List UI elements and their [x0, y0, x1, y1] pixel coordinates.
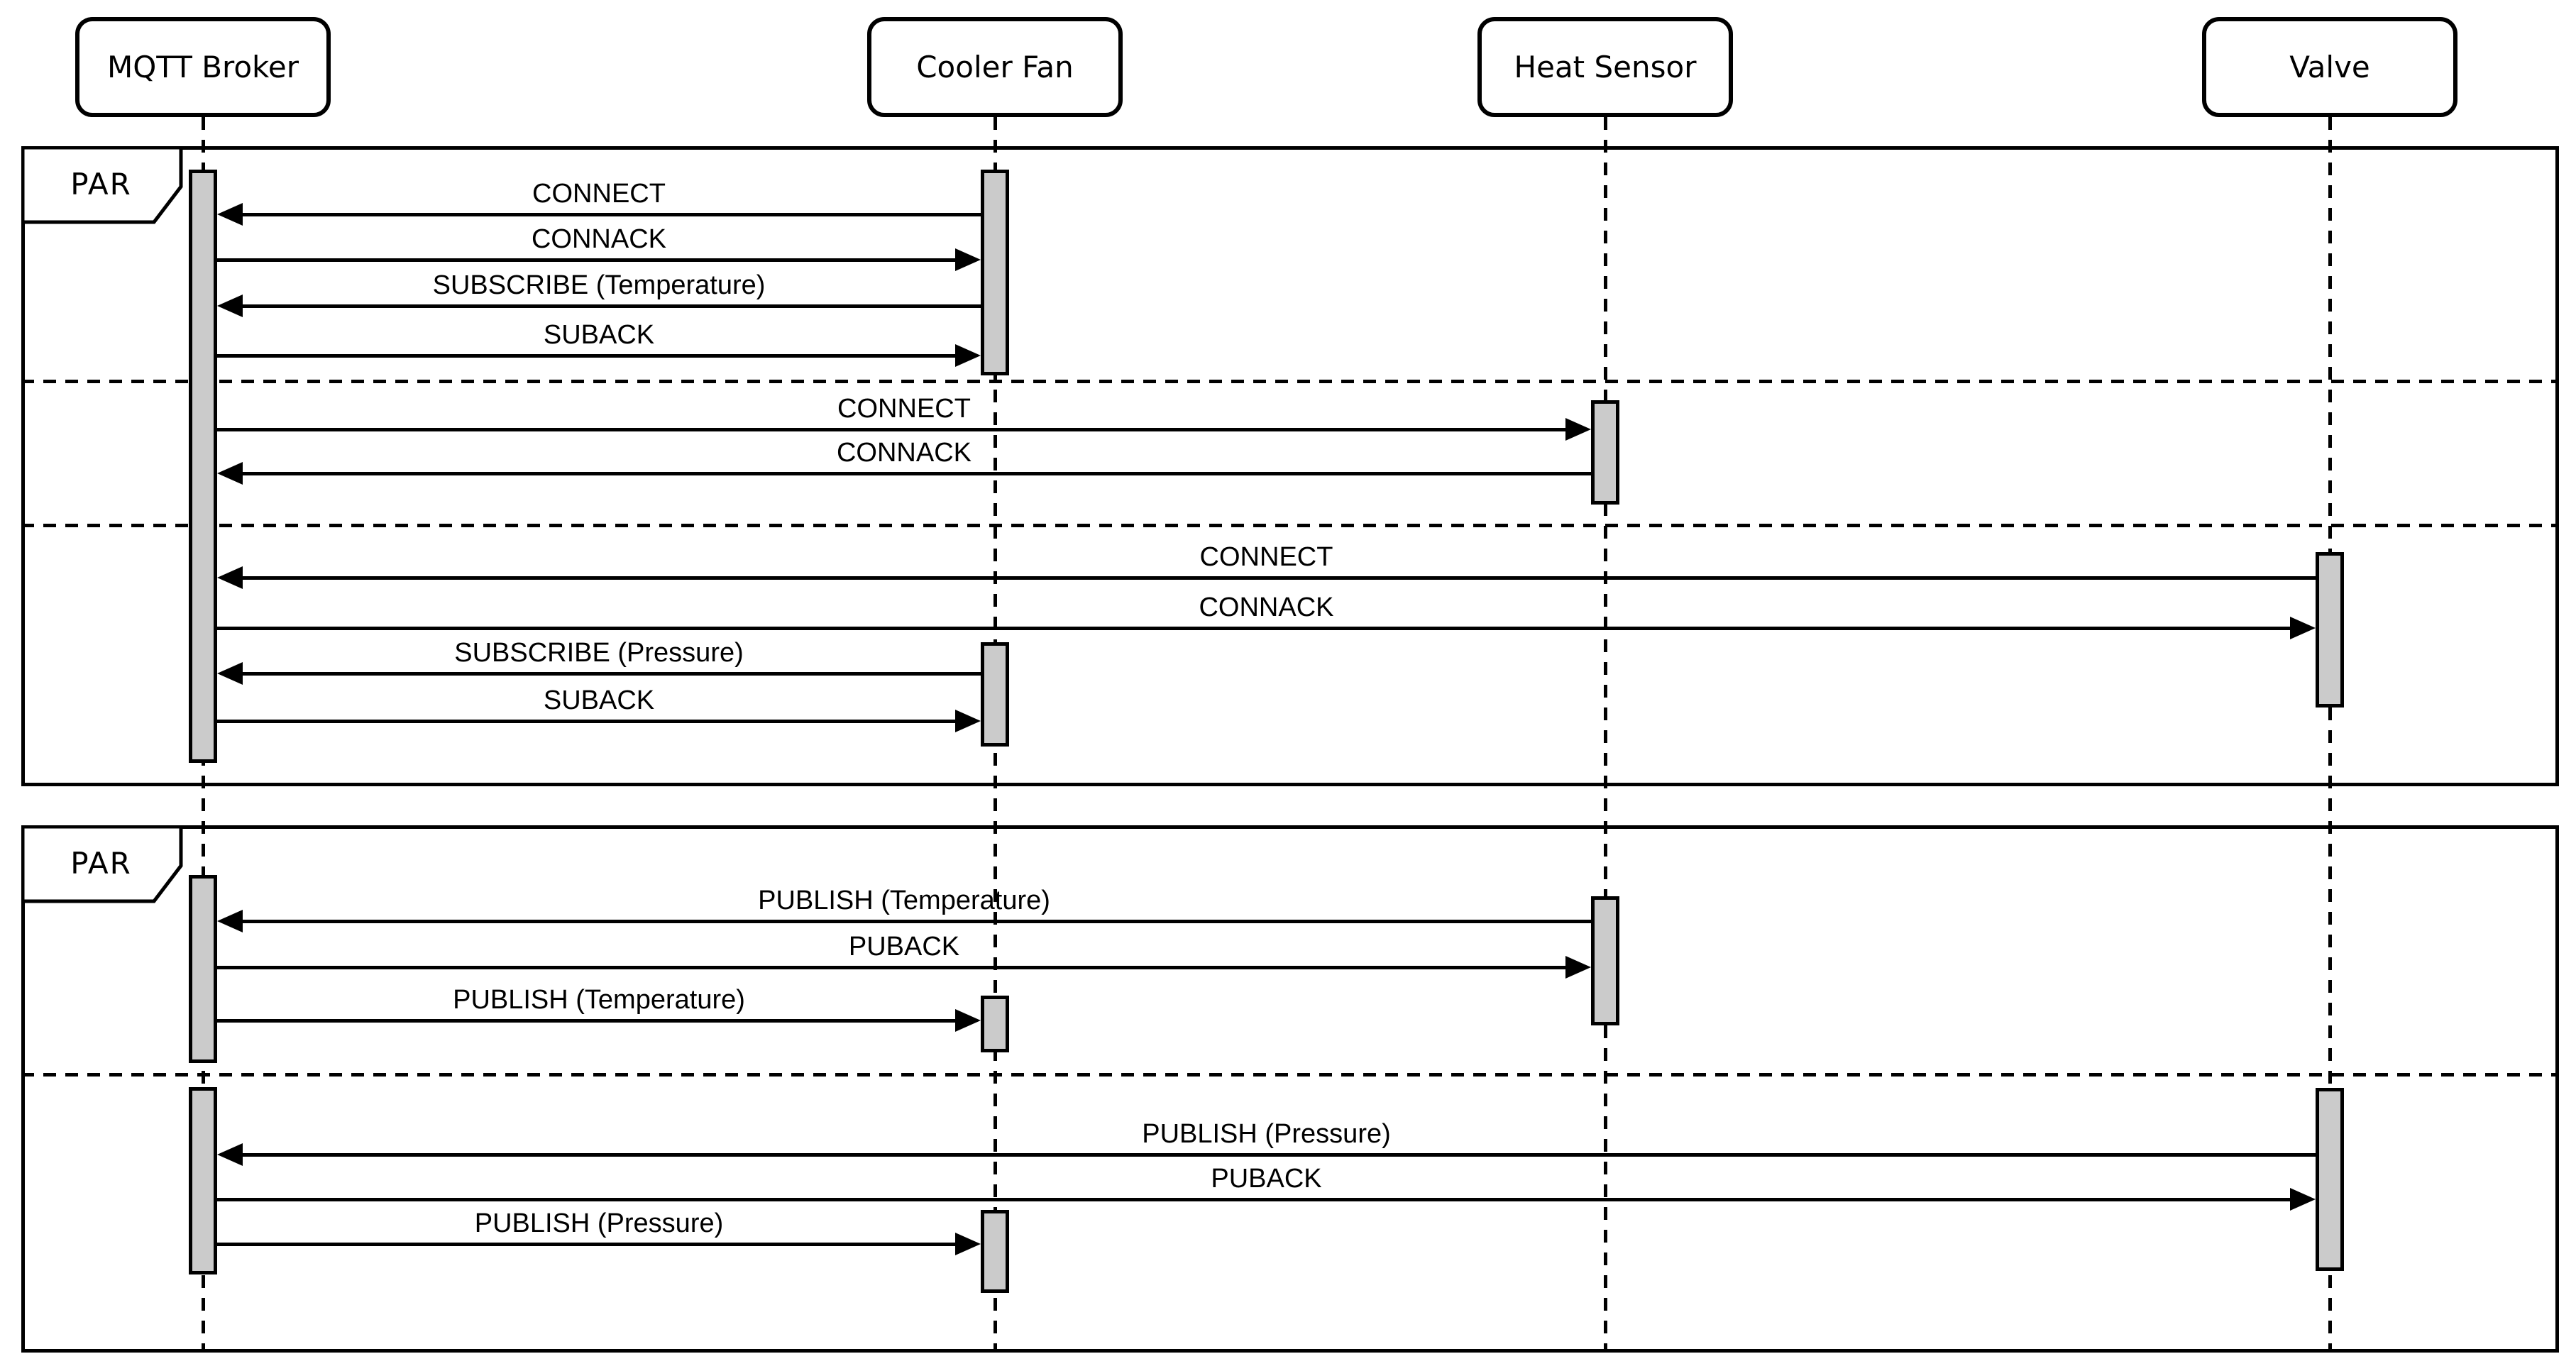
- message-label: SUBACK: [543, 320, 655, 350]
- message-arrowhead: [1565, 956, 1591, 979]
- message-arrowhead: [217, 294, 243, 317]
- message-line: [217, 258, 959, 262]
- message-arrowhead: [217, 203, 243, 226]
- message-arrowhead: [955, 710, 981, 732]
- par-fragment-pentagon: [21, 145, 183, 227]
- message-line: [238, 304, 981, 308]
- par-fragment-label: PAR: [70, 167, 132, 202]
- message-arrowhead: [2290, 617, 2316, 639]
- message-label: PUBACK: [1211, 1164, 1322, 1194]
- message-arrowhead: [217, 1143, 243, 1166]
- message-line: [238, 472, 1591, 475]
- message-label: PUBLISH (Pressure): [1142, 1119, 1391, 1149]
- parallel-divider: [21, 1073, 2559, 1077]
- message-line: [238, 213, 981, 216]
- actor-mqtt-broker: MQTT Broker: [75, 17, 331, 117]
- message-label: SUBACK: [543, 686, 655, 715]
- actor-heat-sensor: Heat Sensor: [1477, 17, 1733, 117]
- activation-bar-cooler-fan: [981, 1210, 1009, 1293]
- actor-label: Heat Sensor: [1514, 50, 1697, 84]
- message-label: CONNECT: [837, 394, 971, 424]
- message-label: PUBLISH (Temperature): [758, 886, 1050, 915]
- par-frame-1: [21, 146, 2559, 786]
- message-line: [217, 966, 1570, 969]
- actor-label: Cooler Fan: [916, 50, 1074, 84]
- message-arrowhead: [1565, 418, 1591, 441]
- activation-bar-cooler-fan: [981, 642, 1009, 747]
- message-arrowhead: [955, 1009, 981, 1032]
- message-line: [217, 428, 1570, 431]
- message-line: [217, 1019, 959, 1023]
- message-label: CONNACK: [1199, 593, 1334, 622]
- actor-valve: Valve: [2202, 17, 2457, 117]
- message-label: SUBSCRIBE (Temperature): [432, 270, 766, 300]
- activation-bar-cooler-fan: [981, 170, 1009, 375]
- lifeline-valve: [2328, 117, 2332, 1353]
- message-line: [217, 627, 2294, 630]
- activation-bar-mqtt-broker: [189, 170, 217, 763]
- message-label: CONNECT: [1199, 542, 1333, 572]
- lifeline-heat-sensor: [1604, 117, 1607, 1353]
- message-arrowhead: [217, 566, 243, 589]
- message-arrowhead: [217, 910, 243, 932]
- message-label: CONNACK: [531, 224, 667, 254]
- message-line: [238, 1153, 2316, 1157]
- message-label: PUBACK: [848, 932, 960, 962]
- message-arrowhead: [955, 248, 981, 271]
- activation-bar-heat-sensor: [1591, 896, 1619, 1025]
- message-label: PUBLISH (Pressure): [474, 1208, 724, 1238]
- activation-bar-heat-sensor: [1591, 400, 1619, 505]
- actor-cooler-fan: Cooler Fan: [867, 17, 1123, 117]
- message-arrowhead: [955, 344, 981, 367]
- message-label: CONNECT: [532, 179, 666, 209]
- activation-bar-valve: [2316, 552, 2344, 707]
- activation-bar-valve: [2316, 1088, 2344, 1271]
- message-arrowhead: [2290, 1188, 2316, 1211]
- message-line: [217, 1198, 2294, 1201]
- message-line: [238, 576, 2316, 580]
- par-fragment-pentagon: [21, 825, 183, 906]
- actor-label: Valve: [2289, 50, 2370, 84]
- message-line: [217, 354, 959, 358]
- message-label: CONNACK: [836, 438, 972, 468]
- message-arrowhead: [217, 462, 243, 485]
- parallel-divider: [21, 524, 2559, 527]
- message-arrowhead: [955, 1233, 981, 1255]
- activation-bar-cooler-fan: [981, 996, 1009, 1052]
- message-line: [238, 920, 1591, 923]
- parallel-divider: [21, 380, 2559, 383]
- message-arrowhead: [217, 662, 243, 685]
- par-frame-2: [21, 825, 2559, 1353]
- message-line: [217, 720, 959, 723]
- message-line: [217, 1243, 959, 1246]
- message-line: [238, 672, 981, 676]
- message-label: PUBLISH (Temperature): [453, 985, 745, 1015]
- activation-bar-mqtt-broker: [189, 875, 217, 1063]
- actor-label: MQTT Broker: [106, 50, 299, 84]
- activation-bar-mqtt-broker: [189, 1087, 217, 1274]
- par-fragment-label: PAR: [70, 846, 132, 881]
- message-label: SUBSCRIBE (Pressure): [454, 638, 744, 668]
